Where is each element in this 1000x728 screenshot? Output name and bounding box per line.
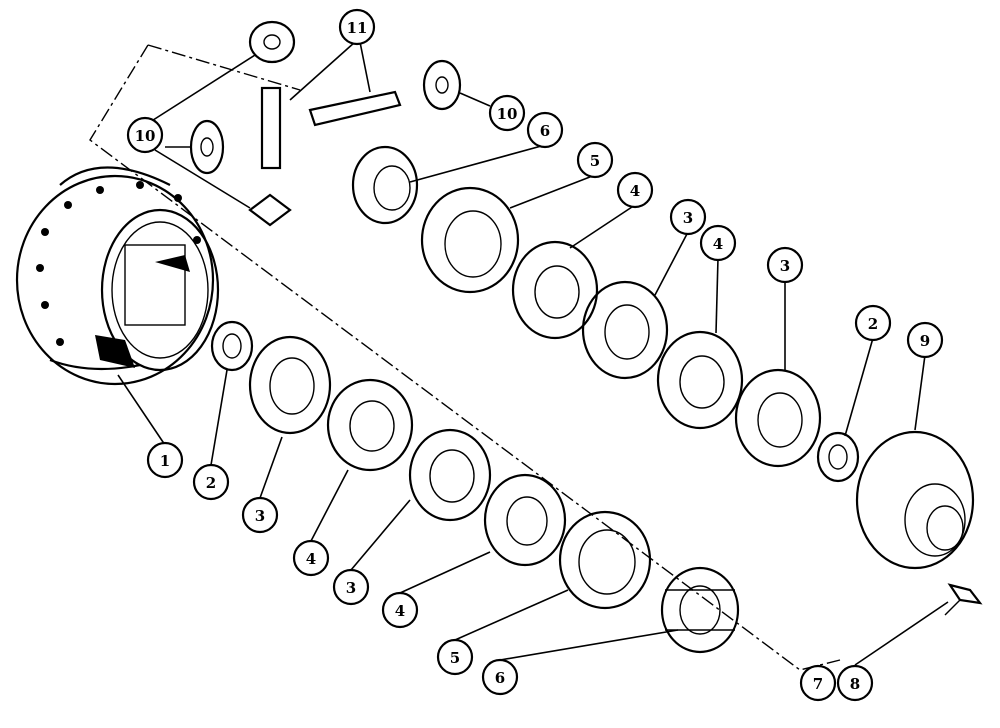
callout-3-d: 3 — [766, 246, 804, 284]
callout-5-a: 5 — [436, 638, 474, 676]
callout-4-b: 4 — [381, 591, 419, 629]
assembly-boundary-line-top — [147, 44, 301, 91]
callout-label: 10 — [497, 105, 518, 123]
part-side-gear-6b — [351, 145, 419, 225]
callout-label: 3 — [255, 507, 265, 525]
callout-label: 2 — [206, 474, 216, 492]
part-pinion-gear-top — [248, 20, 296, 64]
callout-label: 4 — [713, 235, 723, 253]
part-friction-disc-4b — [483, 473, 567, 567]
callout-3-b: 3 — [332, 568, 370, 606]
part-pressure-ring-5b — [420, 186, 520, 294]
callout-8: 8 — [836, 664, 874, 702]
part-clutch-plate-3d — [734, 368, 822, 468]
part-pinion-gear-right — [422, 59, 462, 111]
leader-lines — [117, 41, 949, 666]
part-case-housing — [15, 166, 220, 386]
part-flange-half-9 — [855, 430, 975, 570]
callout-11: 11 — [338, 8, 376, 46]
callout-4-a: 4 — [292, 539, 330, 577]
callout-2-right: 2 — [854, 304, 892, 342]
part-clutch-plate-3c — [581, 280, 669, 380]
callout-1: 1 — [146, 441, 184, 479]
callout-9: 9 — [906, 321, 944, 359]
part-clutch-plate-3b — [408, 428, 492, 522]
part-friction-disc-4d — [656, 330, 744, 430]
callout-label: 7 — [813, 675, 823, 693]
part-pinion-gear-mid — [189, 119, 225, 175]
callout-6-b: 6 — [526, 111, 564, 149]
callout-label: 4 — [395, 602, 405, 620]
part-thrust-washer-right — [816, 431, 860, 483]
part-friction-disc-4c — [511, 240, 599, 340]
part-bolt-8 — [944, 583, 983, 616]
callout-label: 4 — [630, 182, 640, 200]
callout-2-left: 2 — [192, 463, 230, 501]
callout-label: 5 — [590, 152, 600, 170]
callout-10-right: 10 — [488, 94, 526, 132]
part-cross-shaft-horizontal — [308, 90, 402, 127]
callout-label: 4 — [306, 550, 316, 568]
callout-7: 7 — [799, 664, 837, 702]
part-cross-shaft-vertical — [260, 86, 282, 170]
callout-label: 3 — [346, 579, 356, 597]
callout-4-d: 4 — [699, 224, 737, 262]
callout-label: 6 — [540, 122, 550, 140]
callout-3-a: 3 — [241, 496, 279, 534]
callout-label: 5 — [450, 649, 460, 667]
callout-10-left: 10 — [126, 116, 164, 154]
callout-label: 10 — [135, 127, 156, 145]
callout-label: 6 — [495, 669, 505, 687]
callout-label: 9 — [920, 332, 930, 350]
callout-5-b: 5 — [576, 141, 614, 179]
callout-label: 3 — [683, 209, 693, 227]
part-side-gear-6a — [660, 566, 740, 654]
part-clutch-plate-3a — [248, 335, 332, 435]
part-thrust-washer-left — [210, 320, 254, 372]
callout-4-c: 4 — [616, 171, 654, 209]
callout-label: 2 — [868, 315, 878, 333]
callout-6-a: 6 — [481, 658, 519, 696]
callout-label: 8 — [850, 675, 860, 693]
part-pinion-gear-bottom — [248, 193, 292, 227]
callout-label: 3 — [780, 257, 790, 275]
callout-label: 1 — [160, 452, 170, 470]
callout-label: 11 — [347, 19, 368, 37]
callout-3-c: 3 — [669, 198, 707, 236]
assembly-boundary-line — [89, 44, 841, 671]
part-pressure-ring-5a — [558, 510, 652, 610]
part-friction-disc-4a — [326, 378, 414, 472]
